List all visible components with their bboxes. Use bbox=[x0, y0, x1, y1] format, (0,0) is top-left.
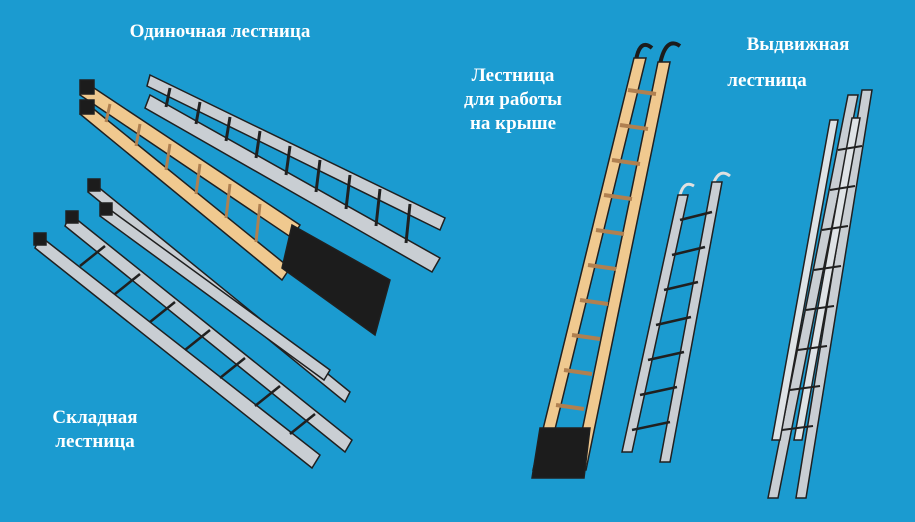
folding-ladder bbox=[33, 178, 353, 470]
label-roof-ladder: Лестница для работы на крыше bbox=[463, 65, 563, 134]
single-wooden-ladder bbox=[79, 79, 391, 337]
label-folding-ladder: Складная лестница bbox=[52, 407, 138, 452]
label-extension-ladder-line2: лестница bbox=[727, 70, 807, 91]
extension-ladder bbox=[767, 89, 873, 499]
roof-ladder-aluminum bbox=[621, 171, 731, 463]
roof-ladder-wooden bbox=[531, 41, 682, 479]
label-single-ladder: Одиночная лестница bbox=[129, 21, 311, 42]
label-extension-ladder-line1: Выдвижная bbox=[746, 34, 850, 55]
single-aluminum-ladder bbox=[144, 73, 446, 274]
